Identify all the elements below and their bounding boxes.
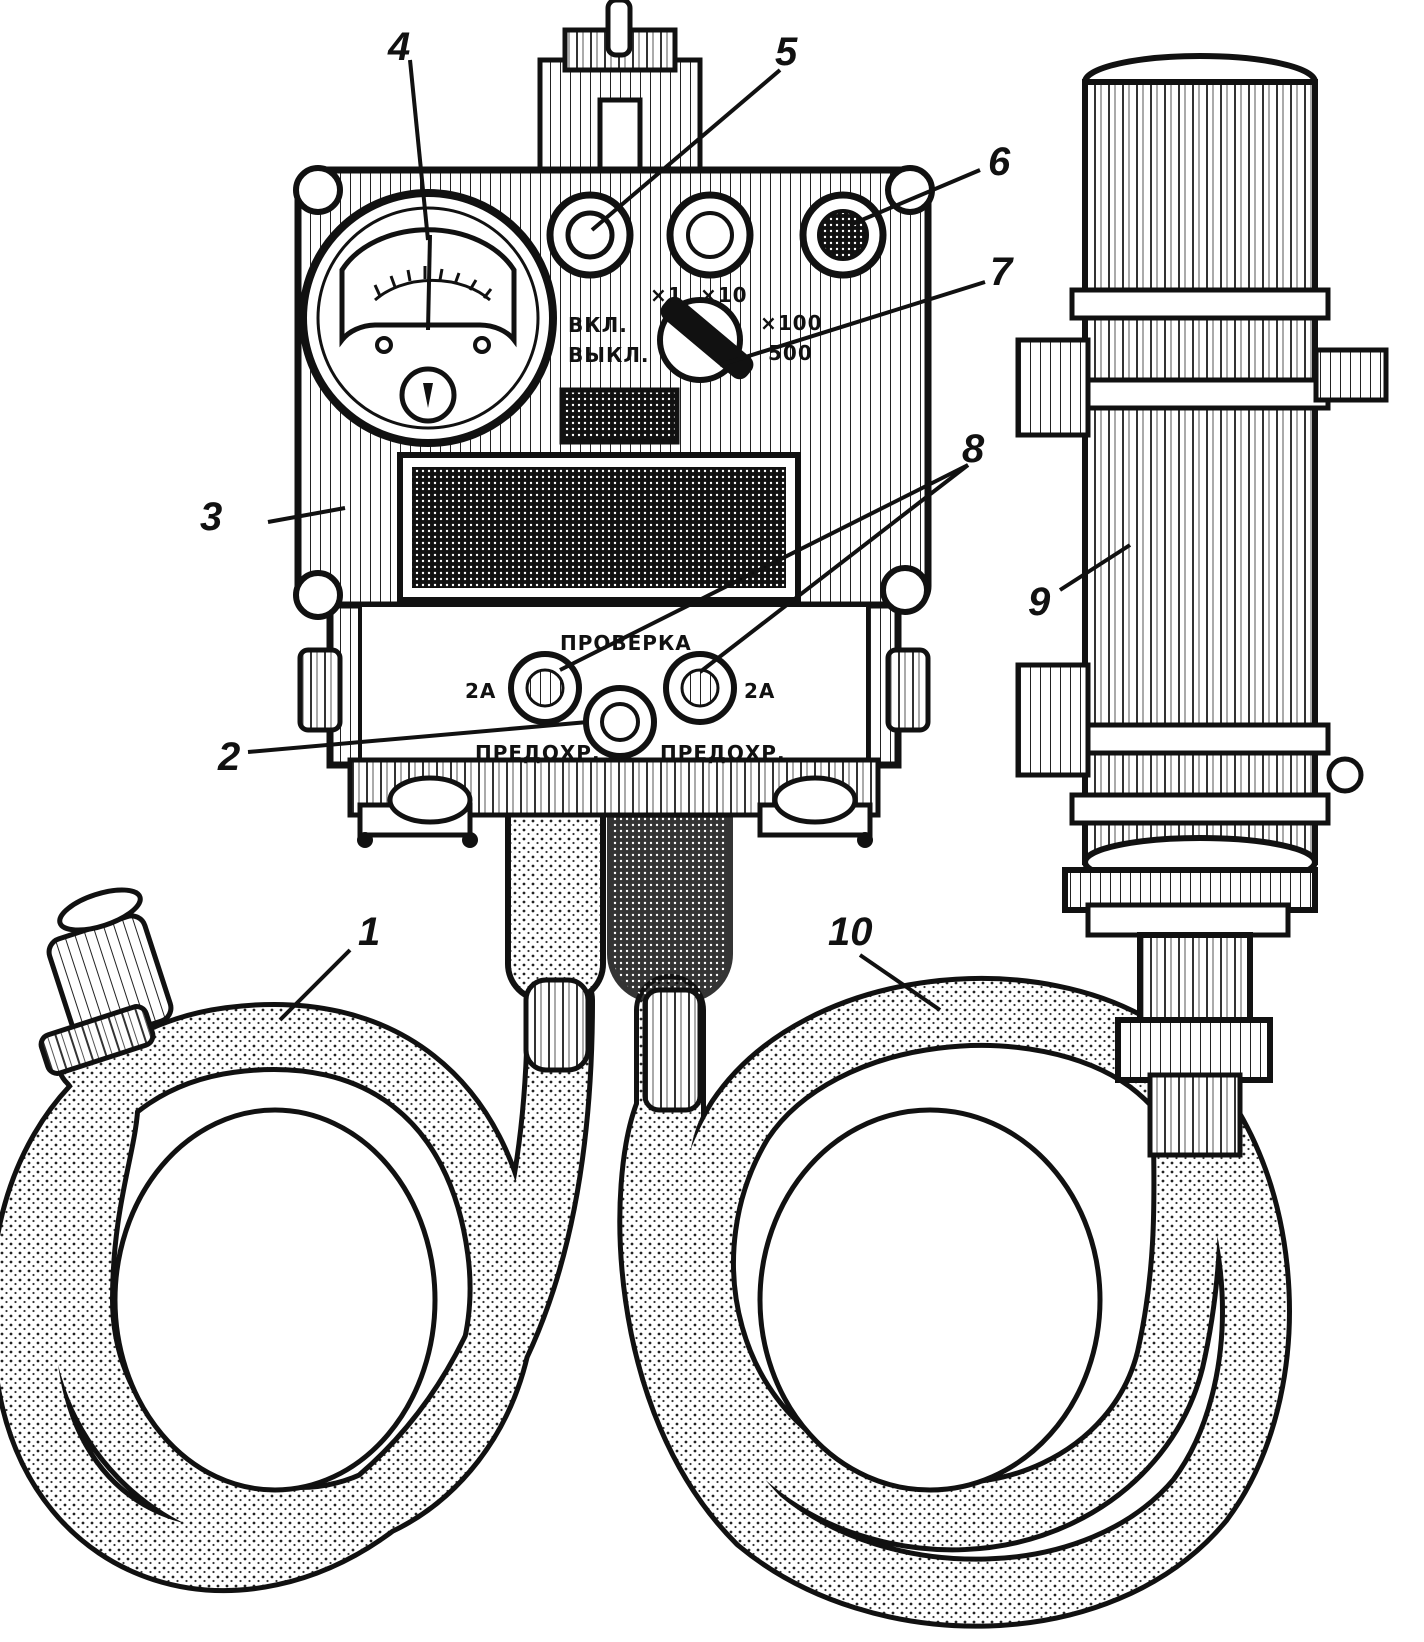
callout-5: 5: [775, 30, 798, 74]
cable-1-plug: [38, 887, 174, 1076]
callout-4: 4: [387, 25, 410, 69]
callout-10: 10: [828, 910, 873, 954]
detector-probe: [1015, 53, 1389, 1158]
instrument-box: [293, 0, 935, 848]
callout-6: 6: [988, 140, 1011, 184]
callout-2: 2: [217, 735, 240, 779]
callout-9: 9: [1028, 580, 1051, 624]
cable-10: [617, 974, 1292, 1629]
range-label-x100: ×100: [760, 311, 823, 335]
check-label: ПРОВЕРКА: [560, 631, 692, 655]
callout-numbers: 1 2 3 4 5 6 7 8 9 10: [200, 25, 1051, 954]
callout-1: 1: [358, 910, 380, 954]
switch-label-on: ВКЛ.: [568, 313, 628, 337]
fuse-right-rating: 2А: [744, 679, 775, 703]
panel-labels: ×1 ×10 ×100 500 ВКЛ. ВЫКЛ. ПРОВЕРКА 2А 2…: [465, 283, 823, 765]
callout-3: 3: [200, 495, 222, 539]
callout-7: 7: [990, 250, 1014, 294]
fuse-left-label: ПРЕДОХР.: [475, 741, 601, 765]
callout-8: 8: [962, 427, 985, 471]
range-label-x10: ×10: [700, 283, 748, 307]
leader-lines: [247, 59, 1132, 1022]
switch-label-off: ВЫКЛ.: [568, 343, 650, 367]
fuse-left-rating: 2А: [465, 679, 496, 703]
range-label-x1: ×1: [650, 283, 683, 307]
fuse-right-label: ПРЕДОХР.: [660, 741, 786, 765]
cable-glands: [505, 767, 733, 1113]
cable-1: [0, 965, 595, 1593]
